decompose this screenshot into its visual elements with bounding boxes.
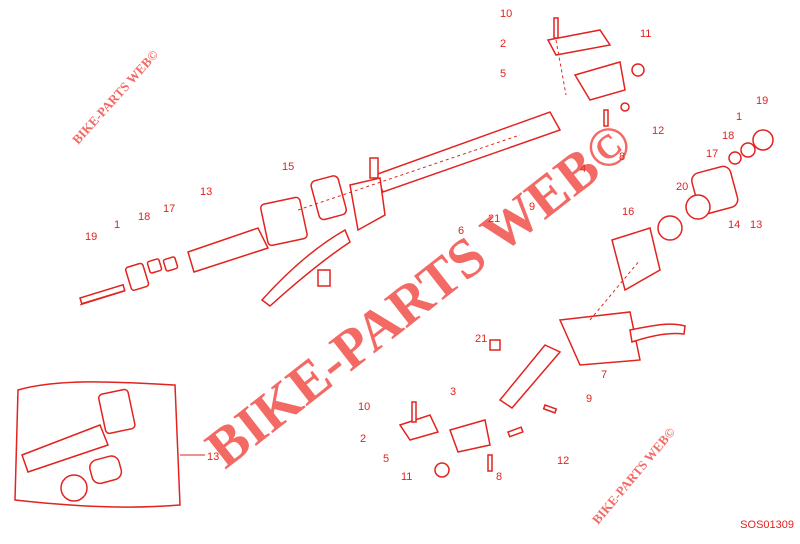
clutch-master-cylinder <box>349 177 386 232</box>
callout-18: 18 <box>138 211 150 223</box>
brake-lever <box>629 323 686 343</box>
callout-19: 19 <box>756 95 768 107</box>
callout-13: 13 <box>750 219 762 231</box>
ring-20 <box>657 215 683 241</box>
callout-12: 12 <box>652 125 664 137</box>
callout-9: 9 <box>529 201 535 213</box>
inset-detail <box>14 381 205 508</box>
handlebar-tube-7 <box>498 344 562 409</box>
callout-12: 12 <box>557 455 569 467</box>
inset-grip <box>21 424 109 473</box>
callout-13: 13 <box>207 451 219 463</box>
callout-19: 19 <box>85 231 97 243</box>
callout-7: 7 <box>601 369 607 381</box>
callout-14: 14 <box>728 219 740 231</box>
insert-18 <box>146 258 163 274</box>
right-switch-16 <box>611 227 661 292</box>
callout-8: 8 <box>496 471 502 483</box>
callout-6: 6 <box>458 225 464 237</box>
callout-10: 10 <box>358 401 370 413</box>
front-brake-master-cylinder <box>558 311 641 366</box>
switch-cover-15 <box>310 175 348 221</box>
lower-clamp-assembly <box>398 339 562 478</box>
lower-clamp-base-3 <box>449 419 491 453</box>
callout-20: 20 <box>676 181 688 193</box>
callout-10: 10 <box>500 8 512 20</box>
reservoir-fitting <box>369 157 379 179</box>
callout-18: 18 <box>722 130 734 142</box>
connector <box>317 269 331 287</box>
clamp-base-4 <box>573 61 626 101</box>
left-handlebar-assembly <box>79 111 562 307</box>
callout-1: 1 <box>736 111 742 123</box>
callout-11: 11 <box>640 28 651 40</box>
spring-21 <box>489 339 501 351</box>
callout-2: 2 <box>360 433 366 445</box>
watermark-top-left: BIKE-PARTS WEB© <box>69 47 161 147</box>
callout-17: 17 <box>706 148 718 160</box>
bar-end-weight-1 <box>124 262 150 291</box>
top-clamp-assembly <box>546 17 645 127</box>
right-grip-assembly <box>558 129 774 366</box>
clamp-cap-2 <box>546 29 612 56</box>
callout-8: 8 <box>619 151 625 163</box>
callout-4: 4 <box>580 163 586 175</box>
callout-1: 1 <box>114 219 120 231</box>
callout-9: 9 <box>586 393 592 405</box>
expander-17 <box>162 256 179 272</box>
callout-13: 13 <box>200 186 212 198</box>
callout-11: 11 <box>401 471 412 483</box>
diagram-code: SOS01309 <box>740 519 794 531</box>
callout-5: 5 <box>383 453 389 465</box>
callout-15: 15 <box>282 161 294 173</box>
nut-11 <box>631 63 645 77</box>
callout-21: 21 <box>475 333 487 345</box>
callout-5: 5 <box>500 68 506 80</box>
watermark-bottom-right: BIKE-PARTS WEB© <box>589 424 679 527</box>
callout-3: 3 <box>450 386 456 398</box>
screw-19 <box>79 283 126 305</box>
callout-17: 17 <box>163 203 175 215</box>
lower-clamp-cap-2 <box>398 414 440 441</box>
left-switch <box>259 196 308 247</box>
clutch-lever <box>260 228 351 307</box>
callout-2: 2 <box>500 38 506 50</box>
callout-21: 21 <box>488 213 500 225</box>
grip-13 <box>187 227 270 273</box>
callout-16: 16 <box>622 206 634 218</box>
